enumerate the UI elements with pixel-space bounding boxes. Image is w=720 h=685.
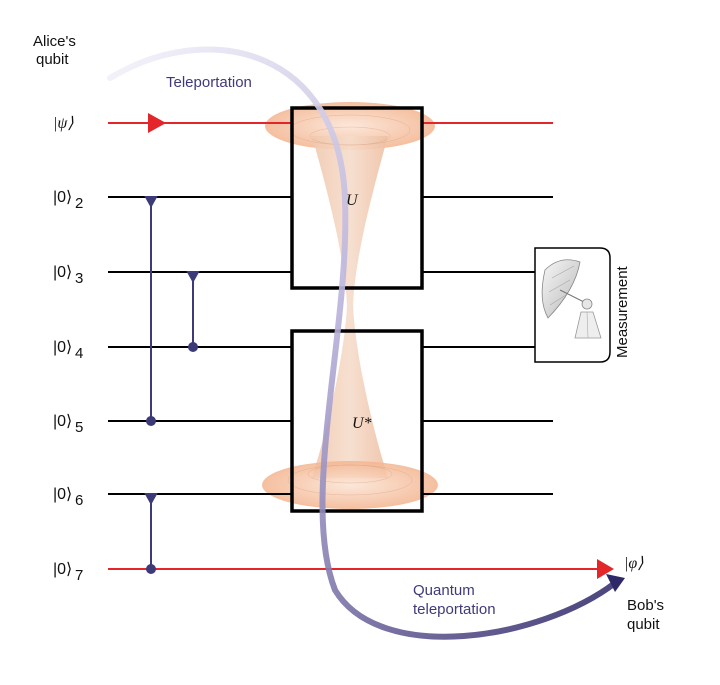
ket-zero-3-label: |0⟩ xyxy=(53,264,72,281)
circuit-wires xyxy=(108,122,600,570)
ket-zero-6-label: |0⟩ xyxy=(53,486,72,503)
satellite-dish-icon xyxy=(541,259,602,339)
entangling-connectors xyxy=(144,196,200,574)
output-arrow-icon xyxy=(597,559,614,579)
ket-zero-7-label: |0⟩ xyxy=(53,561,72,578)
ket-zero-3-subscript: 3 xyxy=(75,270,83,287)
quantum-teleportation-label-line1: Quantum xyxy=(413,582,475,599)
bob-qubit-label-line1: Bob's xyxy=(627,597,664,614)
measurement-box xyxy=(534,247,611,363)
ket-zero-5-label: |0⟩ xyxy=(53,413,72,430)
ket-zero-2-label: |0⟩ xyxy=(53,189,72,206)
teleportation-path xyxy=(107,46,618,640)
gate-u-star-box xyxy=(290,329,424,513)
wormhole-grid xyxy=(287,114,413,496)
phi-ket-label: |φ⟩ xyxy=(624,555,644,572)
gate-u-label: U xyxy=(346,192,359,209)
wormhole-top-ring xyxy=(265,102,435,150)
gate-u-box xyxy=(290,106,424,290)
ket-zero-6-subscript: 6 xyxy=(75,492,83,509)
measurement-label: Measurement xyxy=(614,265,631,358)
ket-zero-2-subscript: 2 xyxy=(75,195,83,212)
gate-u-star-label: U* xyxy=(352,415,372,432)
quantum-teleportation-label-line2: teleportation xyxy=(413,601,496,618)
teleportation-label: Teleportation xyxy=(166,74,252,91)
ket-zero-4-label: |0⟩ xyxy=(53,339,72,356)
ket-zero-4-subscript: 4 xyxy=(75,345,83,362)
wormhole-bottom-ring xyxy=(262,461,438,509)
path-arrowhead-icon xyxy=(606,574,625,592)
alice-qubit-label-line2: qubit xyxy=(36,51,69,68)
ket-zero-5-subscript: 5 xyxy=(75,419,83,436)
psi-arrow-icon xyxy=(148,113,166,133)
ket-zero-7-subscript: 7 xyxy=(75,567,83,584)
psi-ket-label: |ψ⟩ xyxy=(53,115,74,132)
bob-qubit-label-line2: qubit xyxy=(627,616,660,633)
wormhole-throat xyxy=(312,136,388,478)
alice-qubit-label-line1: Alice's xyxy=(33,33,76,50)
